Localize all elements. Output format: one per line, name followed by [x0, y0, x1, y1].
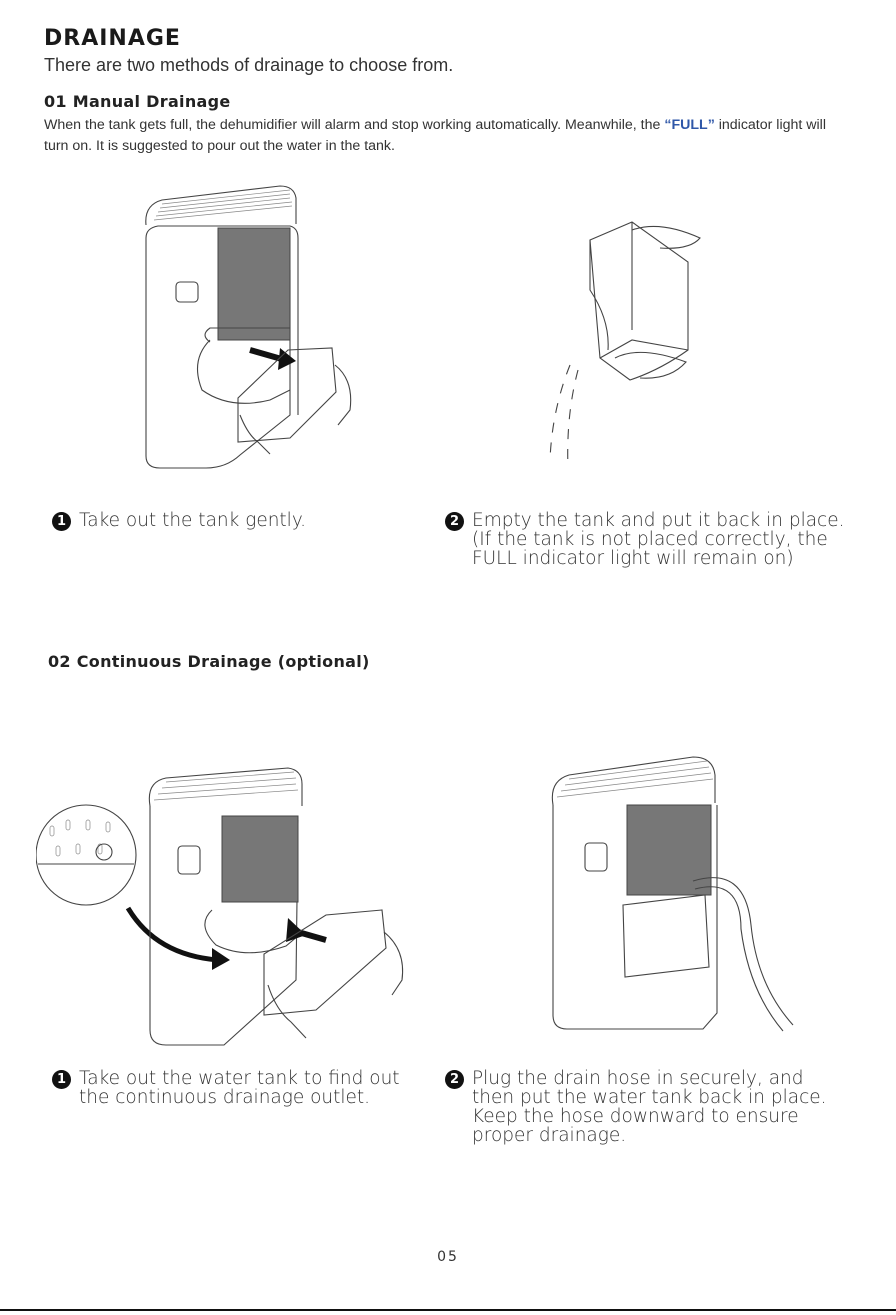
- manual-step-2-line-1: Empty the tank and put it back in place.: [472, 510, 845, 531]
- continuous-step-2-line-2: then put the water tank back in place.: [472, 1087, 827, 1108]
- illustration-plug-hose: [551, 756, 794, 1032]
- continuous-step-1-line-2: the continuous drainage outlet.: [79, 1087, 371, 1108]
- manual-step-2-line-2: (If the tank is not placed correctly, th…: [472, 529, 828, 550]
- manual-step-1: 1 Take out the tank gently.: [52, 511, 306, 531]
- step-number-badge: 1: [52, 1070, 71, 1089]
- manual-description-start: When the tank gets full, the dehumidifie…: [44, 117, 665, 133]
- manual-step-2-line-3: FULL indicator light will remain on): [472, 548, 794, 569]
- step-number-badge: 2: [445, 512, 464, 531]
- manual-step-2: 2 Empty the tank and put it back in place…: [445, 511, 845, 568]
- bottom-rule: [0, 1309, 896, 1311]
- step-number-badge: 1: [52, 512, 71, 531]
- illustration-drainage-outlet: [36, 767, 404, 1046]
- continuous-step-2-line-3: Keep the hose downward to ensure: [472, 1106, 799, 1127]
- section-heading-manual: 01 Manual Drainage: [44, 92, 231, 111]
- page-title: DRAINAGE: [44, 26, 181, 51]
- continuous-step-2-line-4: proper drainage.: [472, 1125, 627, 1146]
- section-heading-continuous: 02 Continuous Drainage (optional): [48, 652, 370, 671]
- continuous-step-2-line-1: Plug the drain hose in securely, and: [472, 1068, 804, 1089]
- illustration-empty-tank: [549, 221, 701, 469]
- page-number: 05: [437, 1249, 459, 1265]
- illustration-take-out-tank: [145, 185, 352, 469]
- step-number-badge: 2: [445, 1070, 464, 1089]
- page-subtitle: There are two methods of drainage to cho…: [44, 55, 454, 75]
- manual-description-end: indicator light will turn on. It is sugg…: [44, 117, 826, 154]
- continuous-step-1-line-1: Take out the water tank to find out: [79, 1068, 400, 1089]
- manual-description: When the tank gets full, the dehumidifie…: [44, 115, 844, 157]
- manual-step-1-text: Take out the tank gently.: [79, 510, 307, 531]
- full-indicator-label: “FULL”: [664, 117, 715, 133]
